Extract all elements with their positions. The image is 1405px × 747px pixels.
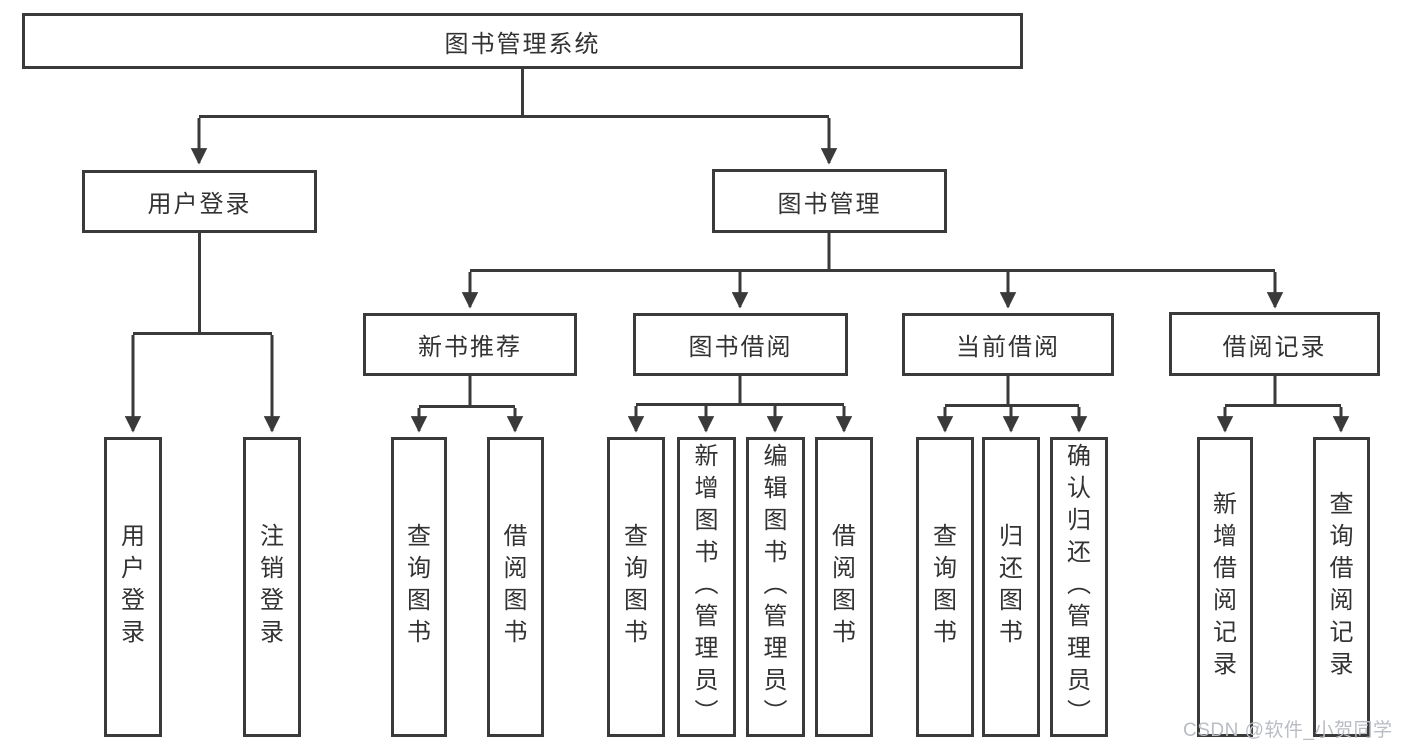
- leaf-return-books: 归还图书: [982, 437, 1040, 737]
- node-book-borrowing: 图书借阅: [633, 313, 848, 376]
- leaf-borrow-books: 借阅图书: [815, 437, 873, 737]
- node-user-login: 用户登录: [82, 170, 317, 233]
- leaf-user-login: 用户登录: [104, 437, 162, 737]
- leaf-edit-books-admin: 编辑图书（管理员）: [746, 437, 805, 737]
- node-borrowing-records: 借阅记录: [1169, 312, 1380, 376]
- leaf-add-borrow-record: 新增借阅记录: [1197, 437, 1253, 737]
- node-current-borrowing: 当前借阅: [902, 313, 1114, 376]
- leaf-query-books-current: 查询图书: [916, 437, 974, 737]
- node-root-library-system: 图书管理系统: [22, 13, 1023, 69]
- node-new-book-recommend: 新书推荐: [363, 313, 577, 376]
- leaf-logout: 注销登录: [243, 437, 301, 737]
- csdn-watermark: CSDN @软件_小贺同学: [1183, 720, 1393, 741]
- node-book-management: 图书管理: [712, 169, 947, 233]
- leaf-borrow-books-recommend: 借阅图书: [487, 437, 544, 737]
- leaf-query-books-borrow: 查询图书: [607, 437, 665, 737]
- leaf-add-books-admin: 新增图书（管理员）: [677, 437, 736, 737]
- leaf-query-books-recommend: 查询图书: [391, 437, 447, 737]
- leaf-confirm-return-admin: 确认归还（管理员）: [1050, 437, 1108, 737]
- leaf-query-borrow-record: 查询借阅记录: [1313, 437, 1370, 737]
